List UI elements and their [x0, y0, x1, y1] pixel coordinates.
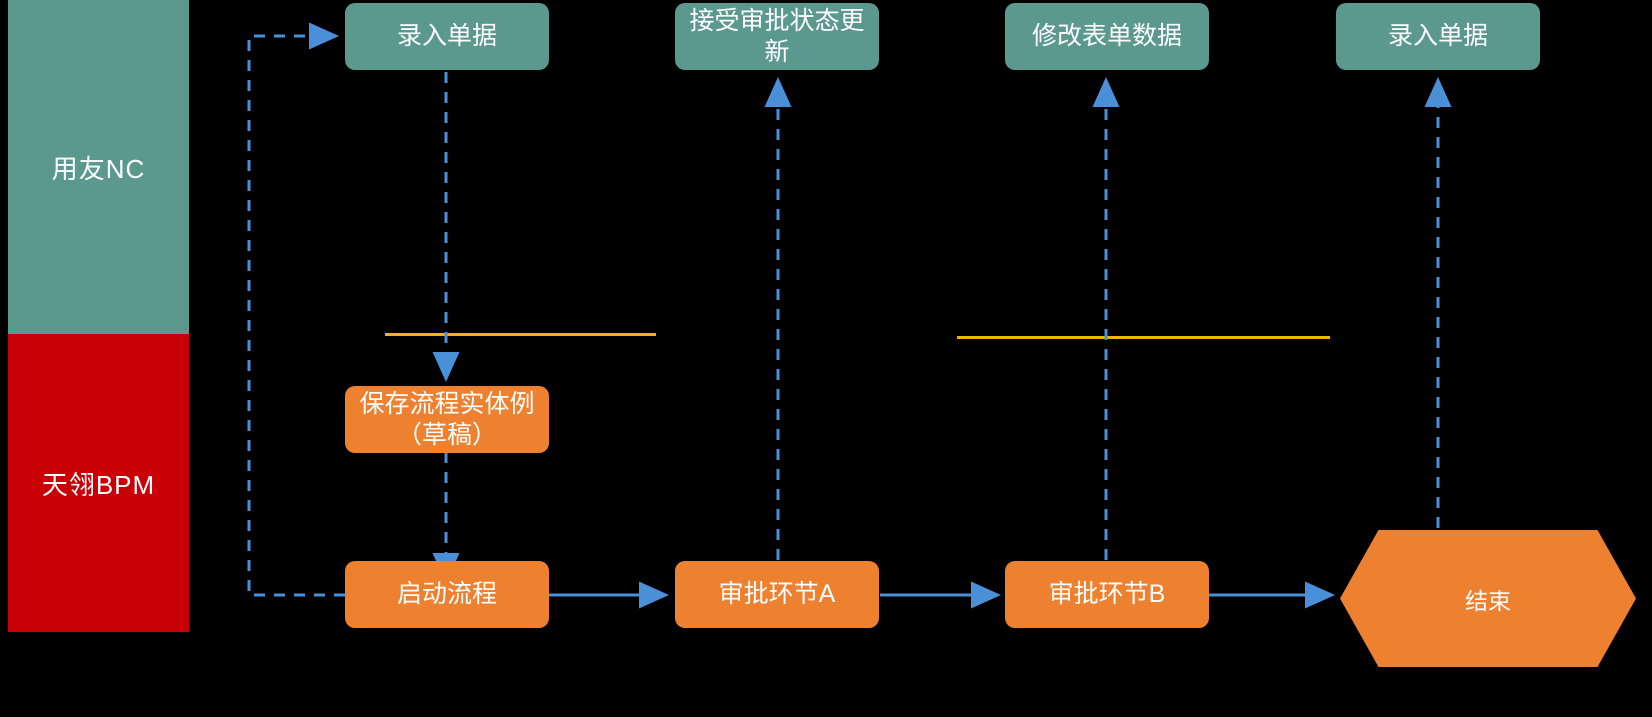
edge-start-process-to-entry-loop — [247, 22, 345, 597]
separator-line-left — [385, 333, 656, 336]
node-start-process[interactable]: 启动流程 — [345, 561, 549, 628]
node-entry-document-left[interactable]: 录入单据 — [345, 3, 549, 70]
swimlane-tianling-bpm: 天翎BPM — [8, 334, 189, 632]
node-label: 审批环节B — [1048, 580, 1166, 609]
swimlane-yonyou-nc: 用友NC — [8, 0, 189, 334]
node-modify-form-data[interactable]: 修改表单数据 — [1005, 3, 1209, 70]
separator-line-right — [957, 336, 1330, 339]
node-approval-step-b[interactable]: 审批环节B — [1005, 561, 1209, 628]
node-label: 修改表单数据 — [1031, 22, 1182, 51]
node-receive-approval-status-update[interactable]: 接受审批状态更新 — [675, 3, 879, 70]
swimlane-label-bpm: 天翎BPM — [41, 469, 156, 500]
node-label: 录入单据 — [1387, 22, 1488, 51]
node-label: 录入单据 — [396, 22, 497, 51]
node-approval-step-a[interactable]: 审批环节A — [675, 561, 879, 628]
swimlane-label-nc: 用友NC — [51, 153, 146, 184]
node-entry-document-right[interactable]: 录入单据 — [1336, 3, 1540, 70]
node-label: 接受审批状态更新 — [689, 7, 865, 66]
node-label: 保存流程实体例（草稿） — [359, 390, 535, 449]
node-label: 启动流程 — [396, 580, 497, 609]
node-end-hexagon[interactable]: 结束 — [1340, 530, 1636, 667]
node-label: 审批环节A — [718, 580, 836, 609]
node-save-process-instance-draft[interactable]: 保存流程实体例（草稿） — [345, 386, 549, 453]
node-label: 结束 — [1465, 587, 1511, 614]
